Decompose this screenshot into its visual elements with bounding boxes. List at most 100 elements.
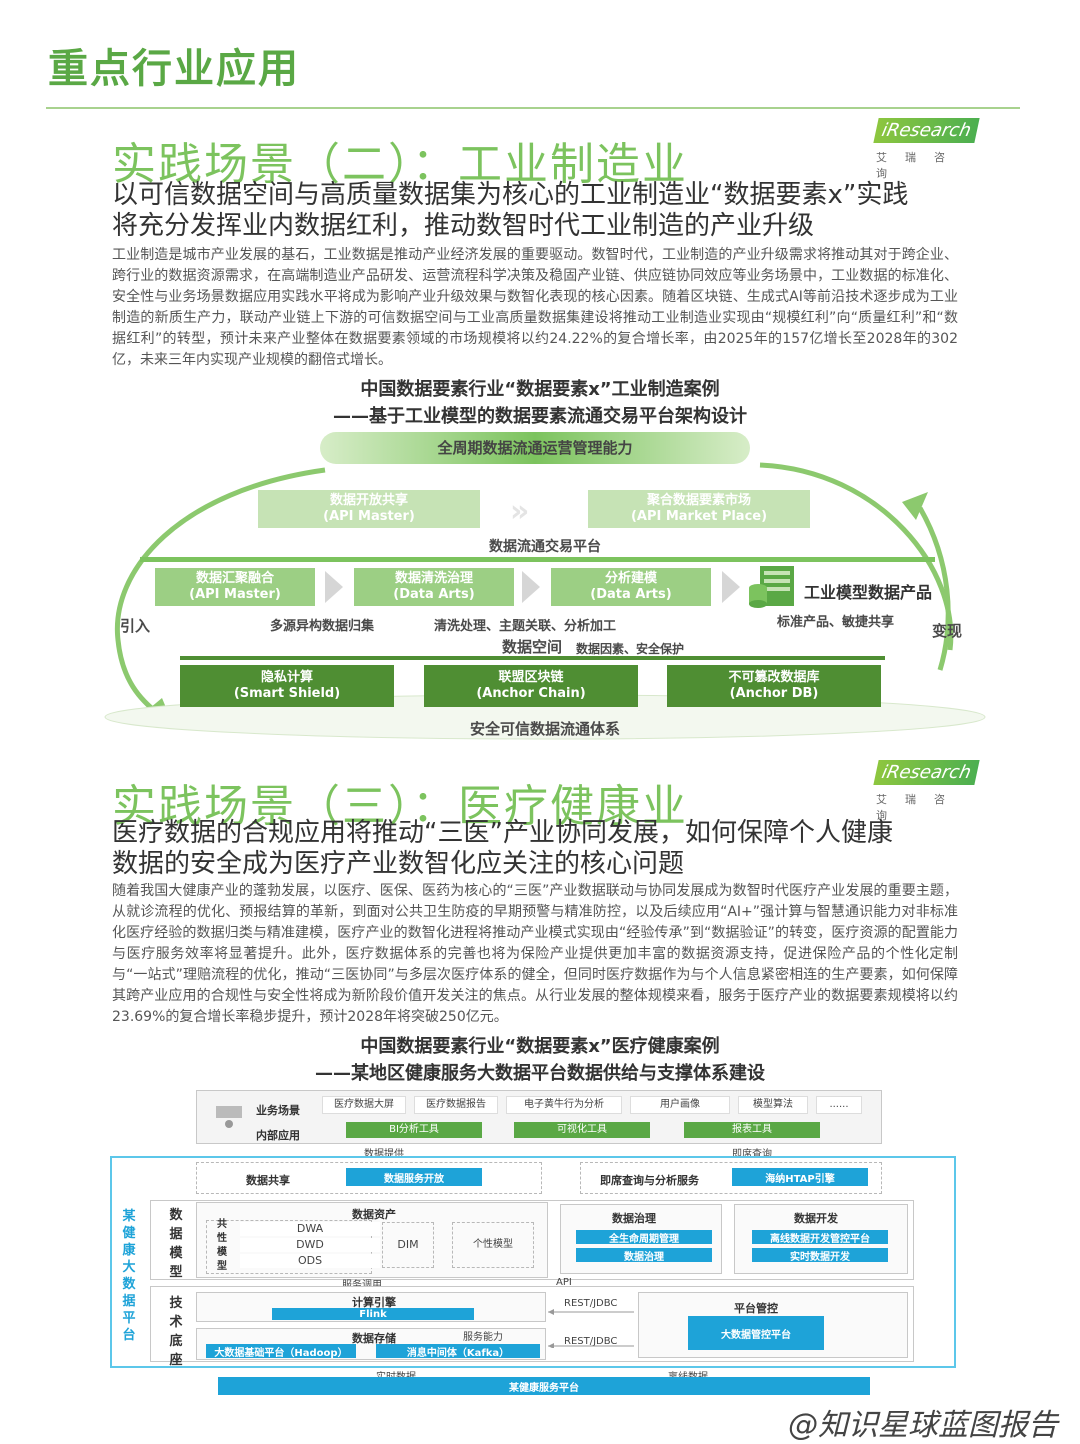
watermark: @知识星球蓝图报告 (788, 1408, 1058, 1443)
iresearch-logo: iResearch 艾瑞咨询 (873, 118, 986, 181)
bigdata-control-platform: 大数据管控平台 (688, 1316, 824, 1350)
adhoc-panel (580, 1162, 882, 1194)
full-lifecycle-label: 全周期数据流通运营管理能力 (437, 439, 633, 457)
data-service-open: 数据服务开放 (346, 1168, 482, 1186)
scene-item: ...... (816, 1096, 862, 1114)
platform-bar (140, 557, 935, 562)
chart-title: 中国数据要素行业“数据要素x”医疗健康案例 (360, 1036, 720, 1057)
iresearch-logo: iResearch 艾瑞咨询 (873, 760, 986, 823)
platform-vertical-label: 某健康大数据平台 (122, 1209, 136, 1343)
model-sub: (Data Arts) (590, 587, 672, 602)
flink-engine: Flink (272, 1308, 474, 1320)
adhoc-service-label: 即席查询与分析服务 (600, 1174, 699, 1187)
section-subtitle-line1: 以可信数据空间与高质量数据集为核心的工业制造业“数据要素x”实践 (112, 180, 909, 210)
clean-box: 数据清洗治理(Data Arts) (354, 568, 514, 606)
privacy-compute-sub: (Smart Shield) (233, 686, 341, 701)
connector-arrows (548, 1309, 634, 1348)
data-share-label: 数据共享 (246, 1174, 290, 1187)
hadoop-platform: 大数据基础平台（Hadoop） (206, 1344, 356, 1359)
platform-label: 数据流通交易平台 (489, 539, 601, 555)
section-paragraph: 随着我国大健康产业的蓬勃发展，以医疗、医保、医药为核心的“三医”产业数据联动与协… (112, 883, 958, 1025)
blockchain-label: 联盟区块链 (498, 670, 564, 685)
data-governance-label: 数据治理 (612, 1212, 656, 1225)
aggregate-box: 数据汇聚融合(API Master) (155, 568, 315, 606)
chart-title: 中国数据要素行业“数据要素x”工业制造案例 (360, 379, 720, 400)
governance-tool: 数据治理 (576, 1248, 712, 1263)
scene-item: 电子黄牛行为分析 (506, 1096, 622, 1114)
data-space-bar (180, 656, 885, 660)
open-share-box: 数据开放共享(API Master) (258, 490, 480, 528)
immutable-db-box: 不可篡改数据库(Anchor DB) (667, 665, 881, 707)
inner-app-label: 内部应用 (256, 1129, 300, 1142)
scene-item: 医疗数据大屏 (322, 1096, 406, 1114)
iresearch-logo-mark: iResearch (873, 118, 980, 143)
data-model-label: 数据模型 (169, 1208, 183, 1280)
ods-layer: ODS (240, 1254, 380, 1268)
monetize-label: 变现 (932, 622, 963, 640)
market-sub: (API Market Place) (630, 509, 768, 524)
industrial-architecture-diagram: 全周期数据流通运营管理能力 数据开放共享(API Master) » 聚合数据要… (0, 430, 1080, 750)
data-dev-label: 数据开发 (794, 1212, 838, 1225)
dwa-layer: DWA (240, 1222, 380, 1236)
section-paragraph: 工业制造是城市产业发展的基石，工业数据是推动产业经济发展的重要驱动。数智时代，工… (112, 247, 958, 368)
compute-engine-label: 计算引擎 (352, 1296, 396, 1309)
privacy-compute-label: 隐私计算 (260, 670, 313, 685)
data-asset-label: 数据资产 (352, 1208, 396, 1221)
realtime-dev: 实时数据开发 (752, 1248, 888, 1263)
clean-sub: (Data Arts) (393, 587, 475, 602)
scene-list: 医疗数据大屏 医疗数据报告 电子黄牛行为分析 用户画像 模型算法 ...... (322, 1096, 862, 1114)
clean-label: 数据清洗治理 (394, 571, 473, 586)
dim-layer: DIM (382, 1222, 434, 1268)
model-label: 分析建模 (604, 571, 657, 586)
header-divider (46, 107, 1020, 109)
medical-architecture-diagram: 业务场景 内部应用 医疗数据大屏 医疗数据报告 电子黄牛行为分析 用户画像 模型… (0, 1090, 1080, 1400)
arrow-right-icon (522, 571, 540, 603)
page-header-title: 重点行业应用 (48, 46, 300, 92)
database-building-icon (749, 566, 794, 608)
open-share-label: 数据开放共享 (329, 493, 408, 508)
service-capability-label: 服务能力 (463, 1332, 503, 1343)
data-provide-label: 数据提供 (364, 1149, 404, 1160)
scene-item: 医疗数据报告 (414, 1096, 498, 1114)
iresearch-logo-mark: iResearch (873, 760, 980, 785)
chart-subtitle: ——某地区健康服务大数据平台数据供给与支撑体系建设 (315, 1063, 765, 1084)
aggregate-sub: (API Master) (189, 587, 281, 602)
iresearch-logo-cn: 艾瑞咨询 (876, 151, 963, 180)
arrow-right-icon (722, 571, 740, 603)
iresearch-logo-cn: 艾瑞咨询 (876, 793, 963, 822)
report-tool: 报表工具 (684, 1122, 820, 1138)
intro-label: 引入 (120, 617, 151, 635)
tech-base-label: 技术底座 (169, 1296, 183, 1368)
market-label: 聚合数据要素市场 (646, 493, 751, 508)
adhoc-query-label: 即席查询 (732, 1149, 772, 1160)
section-subtitle-line2: 将充分发挥业内数据红利，推动数智时代工业制造的产业升级 (112, 211, 815, 241)
section-subtitle-line2: 数据的安全成为医疗产业数智化应关注的核心问题 (112, 849, 685, 879)
chart-subtitle: ——基于工业模型的数据要素流通交易平台架构设计 (333, 406, 747, 427)
biz-scene-label: 业务场景 (256, 1104, 300, 1117)
offline-dev-platform: 离线数据开发管控平台 (752, 1230, 888, 1245)
scene-item: 用户画像 (630, 1096, 730, 1114)
personal-model: 个性模型 (452, 1222, 534, 1268)
health-service-platform-bar: 某健康服务平台 (218, 1377, 870, 1395)
model-box: 分析建模(Data Arts) (551, 568, 711, 606)
dwd-layer: DWD (240, 1238, 380, 1252)
api-label: API (556, 1277, 572, 1288)
health-platform-frame (110, 1156, 956, 1368)
trusted-system-label: 安全可信数据流通体系 (469, 720, 620, 738)
platform-control-label: 平台管控 (734, 1302, 778, 1315)
kafka-middleware: 消息中间体（Kafka） (376, 1344, 540, 1359)
monitor-user-icon (216, 1106, 242, 1128)
product-label: 工业模型数据产品 (804, 583, 933, 602)
data-space-label: 数据空间 (502, 638, 563, 656)
double-chevron-icon: » (510, 494, 530, 529)
step2-desc: 清洗处理、主题关联、分析加工 (434, 619, 617, 634)
rest-jdbc-label: REST/JDBC (564, 1298, 618, 1309)
section-subtitle-line1: 医疗数据的合规应用将推动“三医”产业协同发展，如何保障个人健康 (112, 818, 893, 848)
market-box: 聚合数据要素市场(API Market Place) (588, 490, 810, 528)
service-call-label: 服务调用 (342, 1276, 382, 1291)
privacy-compute-box: 隐私计算(Smart Shield) (180, 665, 394, 707)
immutable-db-label: 不可篡改数据库 (728, 670, 820, 685)
step1-desc: 多源异构数据归集 (270, 619, 375, 634)
htap-engine: 海纳HTAP引擎 (732, 1168, 868, 1186)
section-title-industrial: 实践场景（二）：工业制造业 (112, 139, 688, 190)
